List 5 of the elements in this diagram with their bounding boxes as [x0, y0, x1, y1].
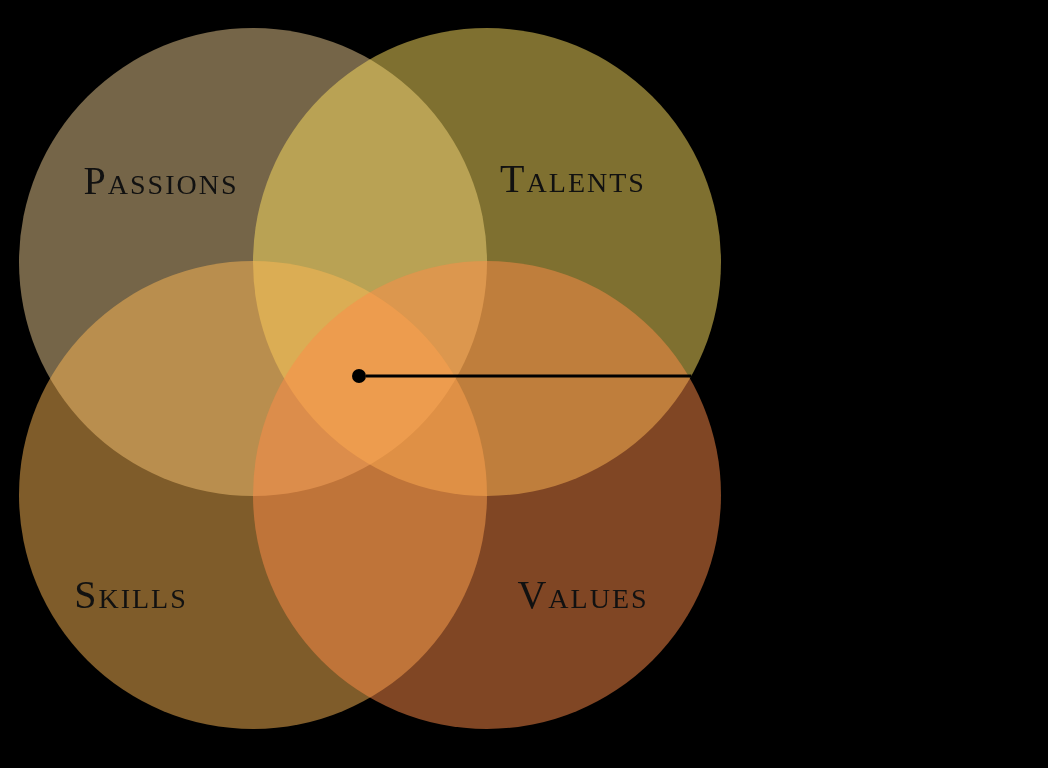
circle-label: Talents: [500, 159, 646, 199]
leader-line: [366, 374, 692, 378]
circle-label: Values: [517, 575, 649, 615]
circle-label: Passions: [83, 161, 239, 201]
circle-label: Skills: [74, 575, 188, 615]
